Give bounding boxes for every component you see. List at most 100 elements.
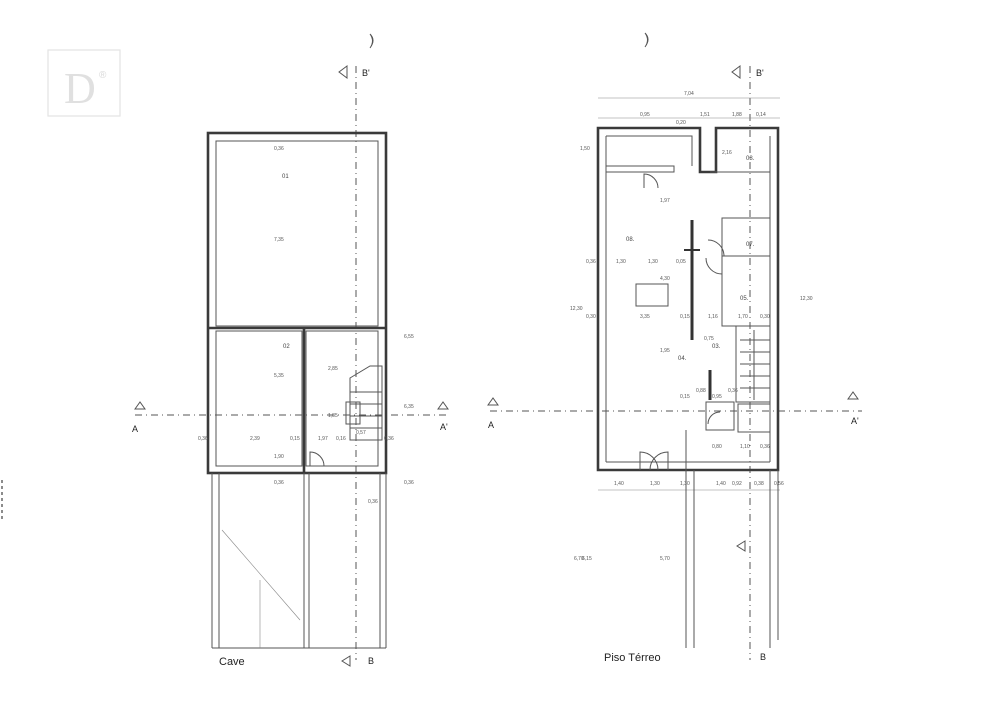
- ground-dim: 6,70: [574, 556, 584, 562]
- ground-floor-plan: B' B A A' 7,04: [487, 65, 862, 664]
- cave-dim: 1,97: [318, 436, 328, 442]
- logo-frame: [47, 49, 121, 117]
- ground-room-label: 08.: [746, 156, 755, 162]
- ground-section-arrow-icon-right: [847, 391, 859, 400]
- ground-plan-title: Piso Térreo: [604, 652, 661, 664]
- cave-section-a-right: A': [440, 422, 448, 432]
- ground-dim: 1,10: [740, 444, 750, 450]
- ground-room-label: 08.: [626, 237, 635, 243]
- cave-outer-walls: [206, 131, 388, 475]
- ground-dim: 0,38: [754, 481, 764, 487]
- ground-dim: 1,30: [616, 259, 626, 265]
- ground-dim: 3,35: [640, 314, 650, 320]
- cave-dim: 0,16: [336, 436, 346, 442]
- ground-dim: 0,56: [774, 481, 784, 487]
- north-arrow-icon-left: [369, 33, 374, 49]
- cave-section-arrow-icon-bottom: [341, 655, 351, 667]
- ground-table: [635, 283, 669, 307]
- ground-dim: 1,30: [648, 259, 658, 265]
- ground-door-icon-6: [649, 451, 669, 471]
- ground-dim: 0,36: [760, 444, 770, 450]
- ground-wc: [737, 403, 771, 433]
- ground-door-icon-5: [639, 451, 659, 471]
- ground-door-icon-3: [705, 257, 723, 275]
- cave-dim: 6,55: [404, 334, 414, 340]
- cave-dim: 6,35: [404, 404, 414, 410]
- ground-dim: 7,04: [684, 91, 694, 97]
- ground-dim: 1,70: [738, 314, 748, 320]
- ground-dim: 0,30: [760, 314, 770, 320]
- ground-dim: 1,51: [700, 112, 710, 118]
- ground-dim: 2,16: [722, 150, 732, 156]
- ground-dim: 1,50: [580, 146, 590, 152]
- cave-section-arrow-icon-top: [338, 65, 348, 79]
- ground-stairs: [740, 330, 770, 400]
- cave-room-01: [215, 140, 379, 327]
- cave-stairs: [345, 365, 383, 441]
- ground-dim: 1,30: [680, 481, 690, 487]
- ground-dim: 1,30: [650, 481, 660, 487]
- ground-dim: 5,70: [660, 556, 670, 562]
- ground-section-a-right: A': [851, 416, 859, 426]
- ground-dim: 0,30: [586, 314, 596, 320]
- ground-inner-wall: [606, 135, 693, 166]
- ground-dim: 0,05: [676, 259, 686, 265]
- cave-dim: 0,36: [274, 480, 284, 486]
- cave-section-b-bottom: B: [368, 656, 374, 666]
- ground-dim: 0,36: [728, 388, 738, 394]
- ground-dim: 0,95: [640, 112, 650, 118]
- ground-section-a-left: A: [488, 420, 494, 430]
- ground-dim: 0,92: [732, 481, 742, 487]
- cave-room-stair: [305, 330, 379, 467]
- cave-door-icon: [309, 451, 325, 467]
- ground-dim: 0,88: [696, 388, 706, 394]
- ground-dim: 6,15: [582, 556, 592, 562]
- ground-dim: 1,88: [732, 112, 742, 118]
- ground-dim: 1,97: [660, 198, 670, 204]
- cave-section-b-top: B': [362, 68, 370, 78]
- cave-plan: B' B A A': [132, 65, 450, 668]
- logo: D ®: [47, 49, 121, 117]
- ground-dim: 1,40: [614, 481, 624, 487]
- ground-room-07: [721, 217, 771, 257]
- ground-room-label: 03.: [712, 344, 721, 350]
- cave-dim: 0,57: [356, 430, 366, 436]
- cave-dim: 7,35: [274, 237, 284, 243]
- ground-dim: 0,15: [680, 394, 690, 400]
- ground-dim: 0,15: [680, 314, 690, 320]
- ground-dim: 4,30: [660, 276, 670, 282]
- ground-dim: 0,80: [712, 444, 722, 450]
- cave-dim: 0,15: [290, 436, 300, 442]
- ground-exterior: [598, 470, 780, 648]
- ground-dim: 0,95: [712, 394, 722, 400]
- cave-section-a-left: A: [132, 424, 138, 434]
- ground-dim: 1,95: [660, 348, 670, 354]
- ground-dim: 0,14: [756, 112, 766, 118]
- ground-dim: 12,30: [800, 296, 813, 302]
- cave-dim: 5,35: [274, 373, 284, 379]
- ground-dim: 0,36: [586, 259, 596, 265]
- cave-dim: 0,36: [198, 436, 208, 442]
- logo-letter: D: [64, 64, 96, 113]
- ground-kitchen-counter: [605, 165, 675, 173]
- cave-dim: 0,36: [274, 146, 284, 152]
- cave-dim: 2,39: [250, 436, 260, 442]
- ground-room-label: 04.: [678, 356, 687, 362]
- cave-dim: 0,36: [384, 436, 394, 442]
- ground-door-icon-2: [707, 239, 725, 257]
- cave-exterior: [211, 473, 387, 649]
- ground-dim: 0,20: [676, 120, 686, 126]
- ground-room-label: 07.: [746, 242, 755, 248]
- ground-dim: 12,30: [570, 306, 583, 312]
- ground-section-arrow-icon-top: [731, 65, 741, 79]
- ground-room-09: [705, 401, 735, 431]
- cave-dim: 1,85: [328, 413, 338, 419]
- ground-dim: 1,16: [708, 314, 718, 320]
- north-arrow-icon-right: [644, 32, 649, 48]
- ground-section-arrow-icon-left: [487, 397, 499, 406]
- ground-outer-walls: [596, 126, 780, 472]
- cave-dim: 0,36: [404, 480, 414, 486]
- ground-dim: 0,75: [704, 336, 714, 342]
- cave-room-label-02: 02: [283, 344, 290, 350]
- cave-dim: 2,85: [328, 366, 338, 372]
